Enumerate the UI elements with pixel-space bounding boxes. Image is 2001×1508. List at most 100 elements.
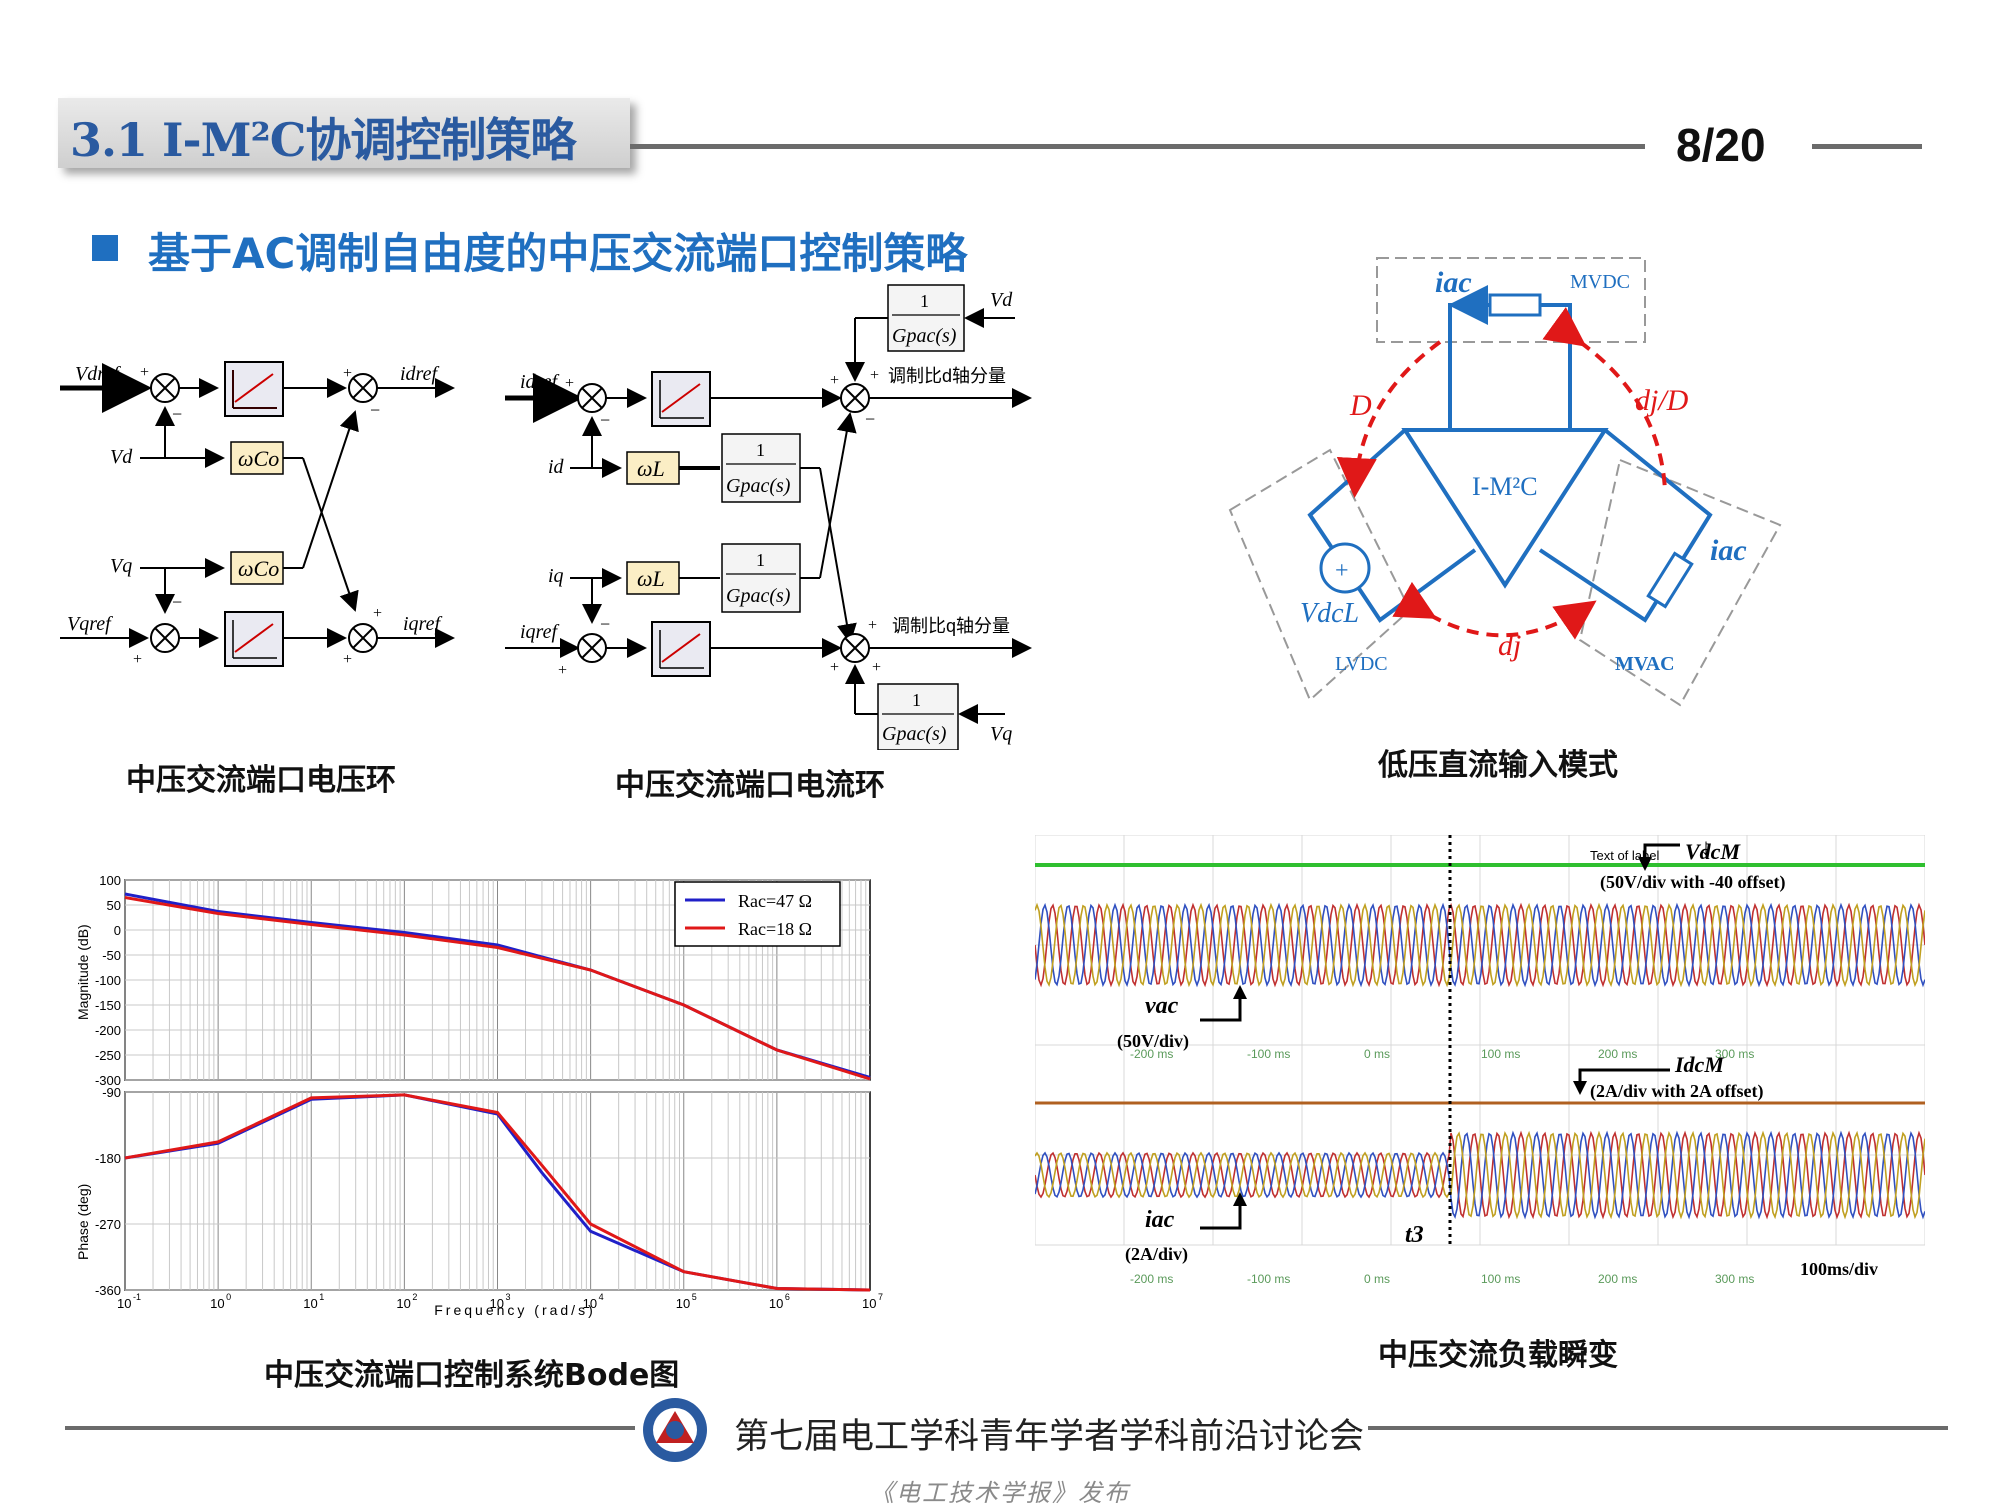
frequency-tick-exponent: 1 bbox=[319, 1292, 324, 1302]
svg-text:+: + bbox=[830, 659, 839, 676]
svg-text:Gpac(s): Gpac(s) bbox=[726, 475, 791, 497]
phase-tick: -90 bbox=[102, 1085, 121, 1100]
magnitude-tick: -50 bbox=[102, 948, 121, 963]
svg-text:ωCo: ωCo bbox=[238, 446, 279, 471]
current-loop-caption: 中压交流端口电流环 bbox=[615, 768, 885, 803]
frequency-tick: 10 bbox=[862, 1296, 876, 1311]
idcm-scale: (2A/div with 2A offset) bbox=[1590, 1081, 1764, 1102]
magnitude-series-1 bbox=[124, 896, 871, 1081]
legend-label-18: Rac=18 Ω bbox=[738, 919, 812, 939]
magnitude-axis-label: Magnitude (dB) bbox=[75, 924, 91, 1020]
frequency-tick-exponent: 3 bbox=[506, 1292, 511, 1302]
svg-text:+: + bbox=[870, 367, 879, 384]
iq-label: iq bbox=[548, 565, 564, 587]
magnitude-tick: 0 bbox=[114, 923, 121, 938]
svg-text:+: + bbox=[133, 651, 142, 668]
magnitude-tick: -100 bbox=[95, 973, 121, 988]
svg-text:+: + bbox=[830, 372, 839, 389]
iac-scale: (2A/div) bbox=[1125, 1244, 1188, 1265]
idref-in-label: idref bbox=[520, 371, 559, 393]
vd-in-label: Vd bbox=[990, 289, 1013, 311]
svg-text:−: − bbox=[600, 410, 610, 430]
vd-label: Vd bbox=[110, 446, 133, 468]
vac-label: vac bbox=[1145, 993, 1179, 1019]
page-title: 3.1 I-M²C协调控制策略 bbox=[70, 113, 576, 167]
vac-scale: (50V/div) bbox=[1117, 1031, 1189, 1052]
d-right-label: dj/D bbox=[1635, 384, 1689, 417]
phase-tick: -360 bbox=[95, 1283, 121, 1298]
frequency-tick: 10 bbox=[396, 1296, 410, 1311]
publisher-note: 《电工技术学报》发布 bbox=[870, 1479, 1130, 1507]
iac-right-label: iac bbox=[1710, 534, 1747, 567]
time-tick: 0 ms bbox=[1364, 1047, 1390, 1061]
iac-wave-phase-0 bbox=[1035, 1130, 1925, 1220]
gpac-block-vq bbox=[877, 683, 959, 750]
svg-text:1: 1 bbox=[756, 550, 765, 570]
t3-label: t3 bbox=[1405, 1222, 1424, 1248]
frequency-tick-exponent: -1 bbox=[133, 1292, 141, 1302]
bode-plot: 100500-50-100-150-200-250-300-90-180-270… bbox=[75, 873, 883, 1318]
frequency-tick: 10 bbox=[676, 1296, 690, 1311]
society-logo-icon bbox=[643, 1398, 707, 1462]
svg-text:−: − bbox=[865, 409, 875, 429]
svg-text:+: + bbox=[373, 605, 382, 622]
time-tick: 200 ms bbox=[1598, 1272, 1637, 1286]
center-label: I-M²C bbox=[1472, 472, 1538, 501]
vdcm-scale: (50V/div with -40 offset) bbox=[1600, 872, 1785, 893]
svg-text:Gpac(s): Gpac(s) bbox=[892, 325, 957, 347]
gpac-block-d bbox=[721, 433, 801, 503]
mvac-label: MVAC bbox=[1615, 653, 1675, 675]
time-tick: -200 ms bbox=[1130, 1047, 1173, 1061]
iqref-in-label: iqref bbox=[520, 621, 559, 643]
svg-text:−: − bbox=[600, 614, 610, 634]
page-number: 8/20 bbox=[1676, 119, 1766, 171]
scope-caption: 中压交流负载瞬变 bbox=[1378, 1338, 1618, 1373]
time-tick: 300 ms bbox=[1715, 1272, 1754, 1286]
iac-top-label: iac bbox=[1435, 266, 1472, 299]
vq-label: Vq bbox=[110, 555, 132, 577]
time-tick: 0 ms bbox=[1364, 1272, 1390, 1286]
title-banner bbox=[58, 98, 630, 168]
svg-text:1: 1 bbox=[920, 291, 929, 311]
vac-wave-phase-0 bbox=[1035, 902, 1925, 988]
frequency-tick-exponent: 5 bbox=[692, 1292, 697, 1302]
frequency-axis-label: Frequency (rad/s) bbox=[434, 1302, 595, 1318]
svg-text:−: − bbox=[370, 400, 380, 420]
section-subtitle: 基于AC调制自由度的中压交流端口控制策略 bbox=[148, 229, 968, 278]
oscilloscope-waveform: Text of label ↓ VdcM (50V/div with -40 o… bbox=[1035, 835, 1925, 1290]
conference-name: 第七届电工学科青年学者学科前沿讨论会 bbox=[734, 1417, 1365, 1457]
svg-text:+: + bbox=[343, 365, 352, 382]
d-left-label: D bbox=[1349, 389, 1372, 422]
vdcl-label: VdcL bbox=[1300, 598, 1359, 629]
iqref-out-label: iqref bbox=[403, 613, 442, 635]
wl-block-q bbox=[626, 561, 680, 595]
svg-text:Gpac(s): Gpac(s) bbox=[726, 585, 791, 607]
resistor-right bbox=[1646, 551, 1694, 609]
lvdc-label: LVDC bbox=[1335, 653, 1388, 675]
svg-text:ωCo: ωCo bbox=[238, 556, 279, 581]
gpac-block-vd bbox=[887, 284, 965, 352]
frequency-tick-exponent: 0 bbox=[226, 1292, 231, 1302]
iac-wave-phase-2 bbox=[1035, 1130, 1925, 1220]
source-icon bbox=[1319, 542, 1371, 594]
header-rule bbox=[630, 144, 1645, 149]
iac-wave-phase-1 bbox=[1035, 1130, 1925, 1220]
time-tick: 100 ms bbox=[1481, 1047, 1520, 1061]
vdref-label: Vdref bbox=[75, 363, 121, 385]
square-bullet-icon bbox=[92, 235, 118, 261]
vdcm-name: VdcM bbox=[1685, 839, 1741, 864]
svg-text:−: − bbox=[172, 592, 182, 612]
voltage-loop-diagram: Vdref + + idref − Vd − ωCo Vq − ωCo Vqre… bbox=[60, 361, 455, 668]
time-tick: -200 ms bbox=[1130, 1272, 1173, 1286]
frequency-tick: 10 bbox=[210, 1296, 224, 1311]
magnitude-tick: 50 bbox=[107, 898, 121, 913]
svg-text:+: + bbox=[343, 651, 352, 668]
magnitude-tick: -250 bbox=[95, 1048, 121, 1063]
magnitude-tick: -300 bbox=[95, 1073, 121, 1088]
svg-text:+: + bbox=[140, 364, 149, 381]
bode-caption: 中压交流端口控制系统Bode图 bbox=[264, 1358, 680, 1393]
frequency-tick-exponent: 2 bbox=[412, 1292, 417, 1302]
vac-wave-phase-2 bbox=[1035, 902, 1925, 988]
idref-out-label: idref bbox=[400, 363, 439, 385]
svg-text:ωL: ωL bbox=[637, 456, 665, 481]
